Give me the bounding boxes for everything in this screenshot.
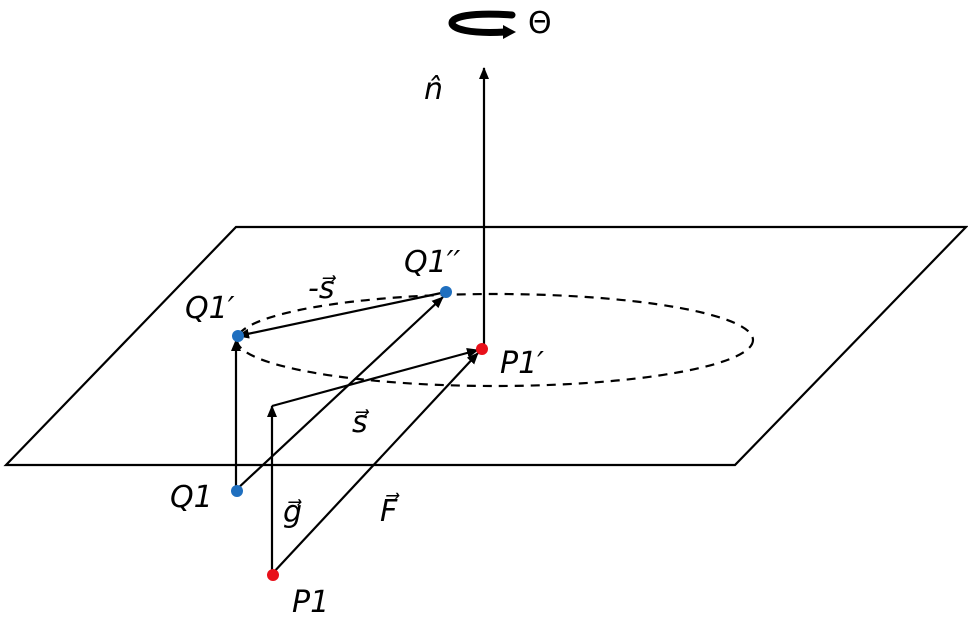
label-F: F⃗ bbox=[380, 493, 400, 529]
plane bbox=[3, 225, 968, 467]
vector-s bbox=[271, 348, 479, 408]
vector-F bbox=[271, 352, 479, 575]
label-P1: P1 bbox=[292, 585, 329, 620]
vector-neg-s bbox=[237, 290, 447, 339]
label-g: g⃗ bbox=[283, 495, 302, 530]
vector-q1-to-q1doubleprime bbox=[235, 296, 444, 491]
label-P1-prime: P1′ bbox=[500, 346, 544, 381]
point-Q1-double-prime bbox=[440, 286, 452, 298]
label-neg-s: -s⃗ bbox=[308, 271, 337, 306]
label-Q1-prime: Q1′ bbox=[185, 291, 235, 326]
point-Q1 bbox=[231, 485, 243, 497]
point-Q1-prime bbox=[232, 330, 244, 342]
rotation-circle bbox=[235, 292, 755, 388]
rotation-arrow-icon bbox=[448, 10, 516, 39]
label-theta: Θ bbox=[528, 6, 552, 41]
label-s: s⃗ bbox=[352, 405, 370, 440]
label-Q1-double-prime: Q1′′ bbox=[404, 245, 461, 280]
label-n-hat: n̂ bbox=[424, 72, 443, 107]
point-P1-prime bbox=[476, 343, 488, 355]
point-P1 bbox=[267, 569, 279, 581]
label-Q1: Q1 bbox=[170, 480, 213, 515]
